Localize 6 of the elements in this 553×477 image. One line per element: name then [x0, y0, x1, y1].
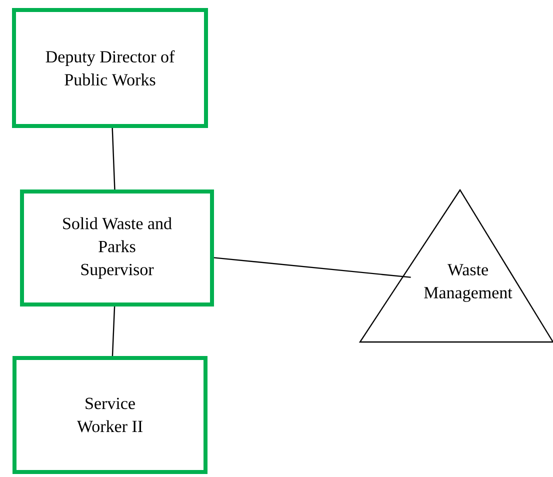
connector-line — [112, 128, 116, 190]
org-box: Deputy Director of Public Works — [12, 8, 208, 128]
org-box: Service Worker II — [12, 356, 208, 474]
connector-line — [214, 257, 411, 278]
connector-line — [112, 306, 116, 356]
org-box: Solid Waste and Parks Supervisor — [20, 190, 214, 306]
